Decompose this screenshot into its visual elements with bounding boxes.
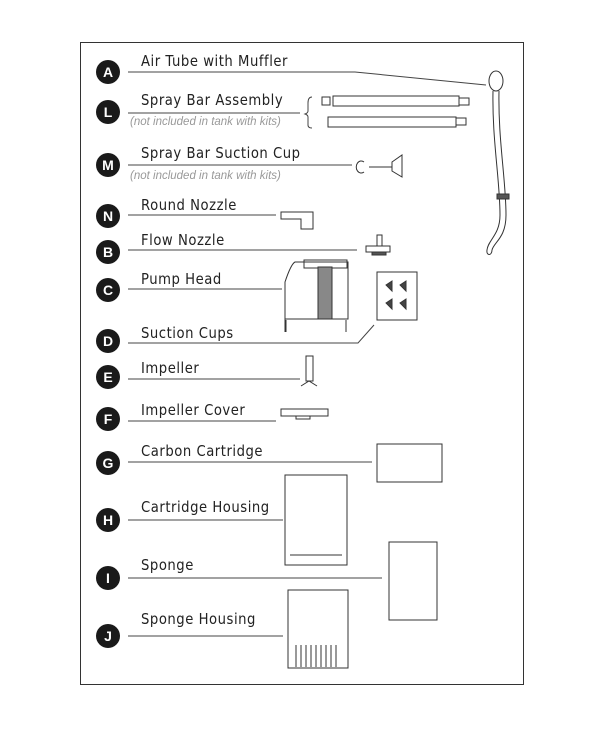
part-label: Air Tube with Muffler	[141, 52, 289, 70]
part-label: Impeller	[141, 359, 200, 377]
leader-a	[128, 71, 487, 86]
cartridge-housing-drawing	[284, 474, 348, 566]
part-letter-badge: E	[96, 365, 120, 389]
part-letter-badge: N	[96, 204, 120, 228]
part-label: Pump Head	[141, 270, 222, 288]
part-letter-badge: G	[96, 451, 120, 475]
part-letter-badge: L	[96, 100, 120, 124]
part-label: Spray Bar Assembly	[141, 91, 284, 109]
carbon-cartridge-drawing	[376, 443, 443, 483]
spray-bar-drawing	[321, 95, 470, 128]
part-note: (not included in tank with kits)	[130, 116, 281, 128]
part-label: Impeller Cover	[141, 401, 246, 419]
impeller-cover-drawing	[280, 408, 329, 420]
sponge-housing-drawing	[287, 589, 349, 669]
part-letter-badge: H	[96, 508, 120, 532]
part-label: Spray Bar Suction Cup	[141, 144, 301, 162]
spray-bar-suction-cup-drawing	[355, 154, 403, 178]
part-label: Flow Nozzle	[141, 231, 225, 249]
round-nozzle-drawing	[280, 211, 314, 230]
part-letter-badge: A	[96, 60, 120, 84]
leader-lines	[128, 71, 487, 637]
impeller-drawing	[300, 355, 318, 387]
air-tube-drawing	[486, 70, 510, 255]
parts-diagram-frame	[80, 42, 524, 685]
part-letter-badge: M	[96, 153, 120, 177]
part-label: Sponge	[141, 556, 194, 574]
part-label: Suction Cups	[141, 324, 234, 342]
part-letter-badge: F	[96, 407, 120, 431]
part-letter-badge: D	[96, 329, 120, 353]
part-label: Sponge Housing	[141, 610, 256, 628]
suction-cups-drawing	[376, 271, 418, 321]
part-label: Round Nozzle	[141, 196, 237, 214]
pump-head-drawing	[284, 259, 349, 332]
part-note: (not included in tank with kits)	[130, 170, 281, 182]
part-letter-badge: J	[96, 624, 120, 648]
brace-l	[303, 96, 313, 129]
part-letter-badge: C	[96, 278, 120, 302]
sponge-drawing	[388, 541, 438, 621]
part-label: Cartridge Housing	[141, 498, 270, 516]
part-letter-badge: I	[96, 566, 120, 590]
part-label: Carbon Cartridge	[141, 442, 264, 460]
leader-d	[128, 324, 375, 344]
flow-nozzle-drawing	[365, 234, 391, 256]
part-letter-badge: B	[96, 240, 120, 264]
